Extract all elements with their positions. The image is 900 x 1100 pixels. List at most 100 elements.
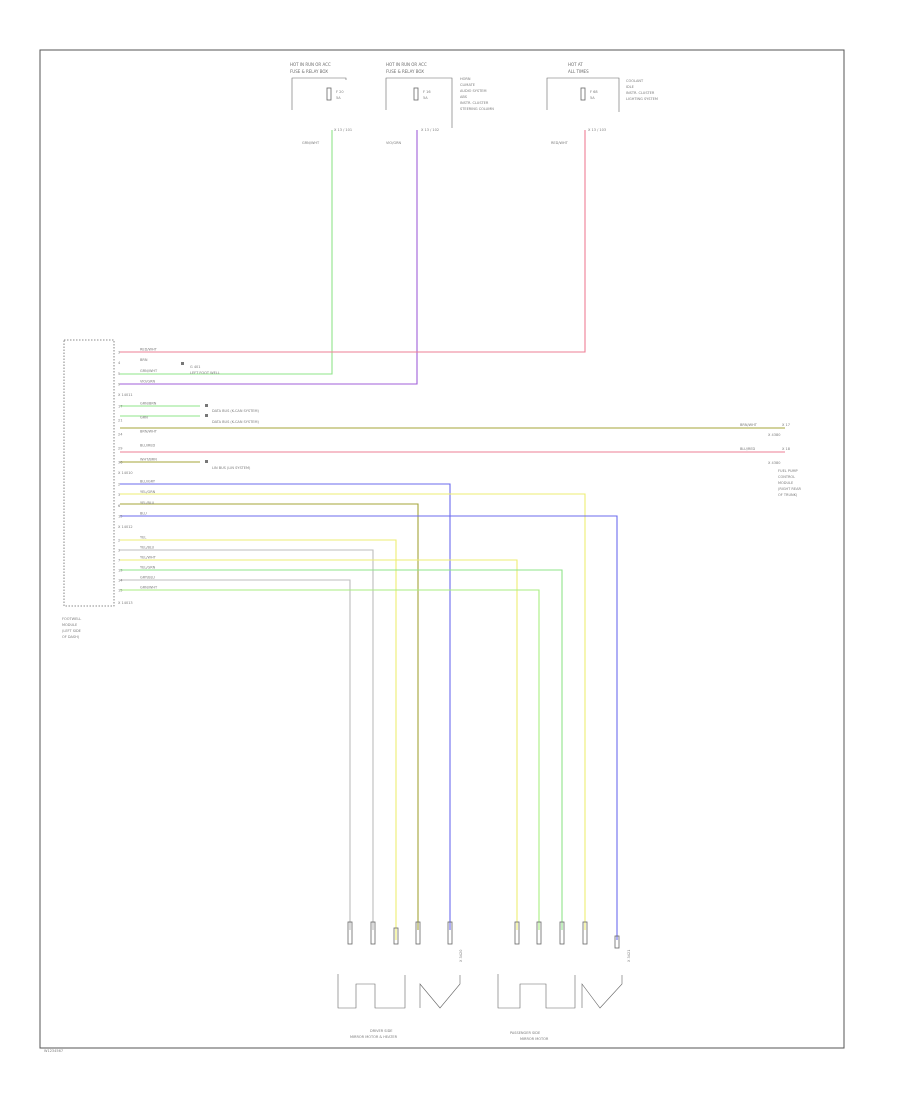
wire-yel-wht [120, 559, 518, 930]
wire-blu-gry [120, 483, 451, 930]
wire-yel-blu-a [120, 503, 419, 930]
pin-wire-color: YEL/BLU [140, 501, 155, 505]
right-pin-label: X 18 [782, 447, 790, 451]
fuse-3-subtitle: ALL TIMES [568, 69, 589, 74]
pin-number: 2 [118, 483, 120, 487]
pin-wire-color: BLU [140, 512, 147, 516]
pin-number: 13 [118, 569, 122, 573]
pin-number: 2 [118, 539, 120, 543]
connector-label: X 14013 [118, 601, 133, 605]
data-bus-label: DATA BUS (K-CAN SYSTEM) [212, 409, 260, 413]
fuse-1-subtitle: FUSE & RELAY BOX [290, 69, 328, 74]
motor-2-name-line2: MIRROR MOTOR [520, 1037, 549, 1041]
motor-1-name: DRIVER SIDE [370, 1029, 392, 1033]
wire-yel-grn-a [120, 493, 586, 930]
module-name-line: MODULE [62, 623, 77, 627]
wire-yel-grn-b [120, 569, 563, 930]
wires [120, 130, 785, 940]
fuel-pump-control-module-connector: BRN/WHT X 17 BLU/RED X 18 X 4380 X 4380 … [740, 423, 801, 497]
fuse-note: LIGHTING SYSTEM [626, 97, 658, 101]
pin-number: 36 [118, 461, 122, 465]
pin-wire-color: WHT/BRN [140, 458, 157, 462]
fuse-note: AUDIO SYSTEM [460, 89, 487, 93]
footer-code: W1234567 [44, 1049, 63, 1053]
fuse-1-wire: GRN/WHT [302, 141, 320, 145]
fuse-note: COOLANT [626, 79, 644, 83]
fuse-2-terminal: X 13 / 102 [421, 128, 439, 132]
fuse-block-1: HOT IN RUN OR ACC FUSE & RELAY BOX F 20 … [290, 62, 352, 145]
data-bus-label: DATA BUS (K-CAN SYSTEM) [212, 420, 260, 424]
fuse-3-amps: 5A [590, 96, 595, 100]
pin-number: 3 [118, 351, 120, 355]
fuse-2-id: F 16 [423, 90, 431, 94]
pin-wire-color: GRN/WHT [140, 369, 158, 373]
fuse-note: INSTR. CLUSTER [460, 101, 489, 105]
wire-yel-blu-b [120, 549, 374, 930]
pin-number: 29 [118, 447, 122, 451]
pin-wire-color: RED/WHT [140, 348, 158, 352]
fuse-notes-right: COOLANT IDLE INSTR. CLUSTER LIGHTING SYS… [626, 79, 658, 101]
pin-wire-color: GRN [140, 416, 148, 420]
pin-wire-color: YEL/GRN [140, 490, 156, 494]
fuse-1-amps: 5A [336, 96, 341, 100]
module-name-line: (LEFT SIDE [62, 629, 81, 633]
pin-group-2: 17GRN/BRN21GRN24BRN/WHT29BLU/RED36WHT/BR… [118, 402, 158, 465]
fuel-pump-module-name: FUEL PUMP [778, 469, 798, 473]
pin-wire-color: GRY/BLU [140, 576, 155, 580]
pin-wire-color: VIO/GRN [140, 380, 156, 384]
fuse-notes-mid: HORN CLIMATE AUDIO SYSTEM ABS INSTR. CLU… [460, 77, 494, 111]
pin-number: 24 [118, 433, 123, 437]
fuse-3-wire: RED/WHT [551, 141, 569, 145]
fuse-note: STEERING COLUMN [460, 107, 494, 111]
fuse-note: IDLE [626, 85, 634, 89]
pin-number: 9 [118, 383, 120, 387]
footwell-module: FOOTWELL MODULE (LEFT SIDE OF DASH) X 14… [62, 339, 158, 639]
pin-group-4: 2YEL3YEL/BLU7YEL/WHT13YEL/GRN14GRY/BLU15… [118, 536, 158, 593]
right-terminal-label: X 4380 [768, 433, 780, 437]
fuse-block-3: HOT AT ALL TIMES F 68 5A RED/WHT X 13 / … [546, 62, 620, 145]
pin-wire-color: GRN/WHT [140, 586, 158, 590]
wire-yel [120, 539, 397, 940]
fuse-2-amps: 5A [423, 96, 428, 100]
pin-wire-color: BLU/GRY [140, 480, 156, 484]
pin-number: 21 [118, 419, 122, 423]
fuel-pump-module-name: (RIGHT REAR [778, 487, 801, 491]
fuse-2-wire: VIO/GRN [386, 141, 402, 145]
fuse-note: INSTR. CLUSTER [626, 91, 655, 95]
pin-number: 14 [118, 579, 123, 583]
pin-wire-color: YEL/BLU [140, 546, 155, 550]
module-name-line: FOOTWELL [62, 617, 81, 621]
pin-wire-color: BRN [140, 358, 148, 362]
pin-wire-color: YEL/WHT [140, 556, 157, 560]
fuse-note: ABS [460, 95, 468, 99]
pin-number: 7 [118, 559, 120, 563]
fuse-2-subtitle: FUSE & RELAY BOX [386, 69, 424, 74]
fuse-note: CLIMATE [460, 83, 475, 87]
fuse-3-title: HOT AT [568, 62, 583, 67]
motor-1-conn-id: X 3420 [459, 950, 463, 962]
pin-number: 15 [118, 515, 122, 519]
fuse-3-terminal: X 13 / 103 [588, 128, 606, 132]
pin-number: 5 [118, 372, 120, 376]
fuse-1-title: HOT IN RUN OR ACC [290, 62, 331, 67]
ground-label: G 401 [190, 365, 201, 369]
pin-wire-color: YEL/GRN [140, 566, 156, 570]
right-wire-label: BLU/RED [740, 447, 756, 451]
wire-red-wht-supply [120, 130, 586, 353]
pin-wire-color: GRN/BRN [140, 402, 157, 406]
pin-wire-color: BLU/RED [140, 444, 156, 448]
motor-2-connectors [514, 921, 620, 949]
fuse-block-2: HOT IN RUN OR ACC FUSE & RELAY BOX F 16 … [385, 62, 453, 145]
pin-wire-color: BRN/WHT [140, 430, 158, 434]
connector-label: X 14011 [118, 393, 133, 397]
ground-note: LEFT FOOT WELL [190, 371, 220, 375]
pin-number: 6 [118, 504, 120, 508]
motor-2-conn-id: X 3421 [627, 950, 631, 962]
wire-gry-blu [120, 579, 351, 930]
pin-number: 3 [118, 549, 120, 553]
pin-wire-color: YEL [140, 536, 146, 540]
lin-bus-label: LIN BUS (LIN SYSTEM) [212, 466, 251, 470]
